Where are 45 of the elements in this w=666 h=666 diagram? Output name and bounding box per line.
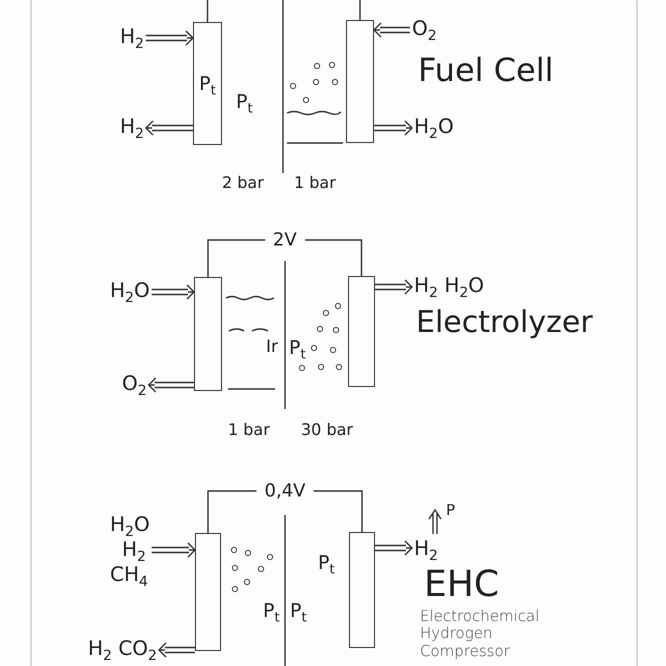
double-arrow (151, 284, 195, 300)
diagram-text: 2 bar (222, 174, 264, 192)
diagram-text: Ir (266, 338, 278, 358)
diagram-text: P (446, 502, 456, 520)
diagram-text: P$_{t}$ (289, 338, 306, 360)
gas-label: H$_{2}$ CO$_{2}$ (88, 636, 159, 661)
diagram-text: Electrolyzer (416, 306, 593, 340)
electrode-plate (195, 533, 221, 651)
double-arrow (145, 120, 194, 136)
diagram-text: 1 bar (228, 421, 270, 440)
diagram-text: Electrochemical Hydrogen Compressor (420, 608, 540, 660)
gas-label: H$_{2}$ (120, 24, 146, 49)
electrode-material: P$_{t}$ (199, 72, 216, 94)
gas-label: H$_{2}$O (412, 114, 454, 139)
electrode-plate (349, 532, 375, 648)
diagram-text: P$_{t}$ (263, 601, 280, 623)
gas-label: H$_{2}$O (110, 512, 150, 537)
gas-label: H$_{2}$ (120, 114, 146, 139)
voltage-label: 0,4V (256, 480, 314, 502)
gas-label: H$_{2}$ (412, 536, 438, 561)
gas-label: O$_{2}$ (410, 16, 437, 41)
gas-label: CH$_{4}$ (110, 562, 148, 587)
electrode-plate (193, 22, 222, 145)
double-arrow (151, 542, 196, 558)
gas-label: O$_{2}$ (122, 371, 149, 396)
diagram-text: 30 bar (301, 421, 353, 440)
double-arrow (145, 30, 194, 46)
electrode-plate (194, 277, 222, 391)
electrode-plate (346, 20, 374, 143)
double-arrow (373, 120, 413, 136)
gas-label: H$_{2}$O (110, 278, 152, 303)
double-arrow (374, 540, 413, 556)
diagram-text: EHC (424, 564, 499, 606)
electrode-plate (348, 276, 375, 387)
diagram-text: P$_{t}$ (290, 601, 307, 623)
double-arrow (158, 642, 196, 658)
double-arrow (373, 22, 411, 38)
diagram-text: P$_{t}$ (236, 92, 253, 114)
diagram-text: 1 bar (294, 174, 336, 192)
diagram-text: P$_{t}$ (318, 553, 335, 575)
gas-label: H$_{2}$ H$_{2}$O (412, 273, 484, 298)
diagram-text: Fuel Cell (418, 52, 554, 89)
double-arrow (374, 279, 413, 295)
gas-label: H$_{2}$ (122, 537, 146, 562)
double-arrow (148, 377, 195, 393)
